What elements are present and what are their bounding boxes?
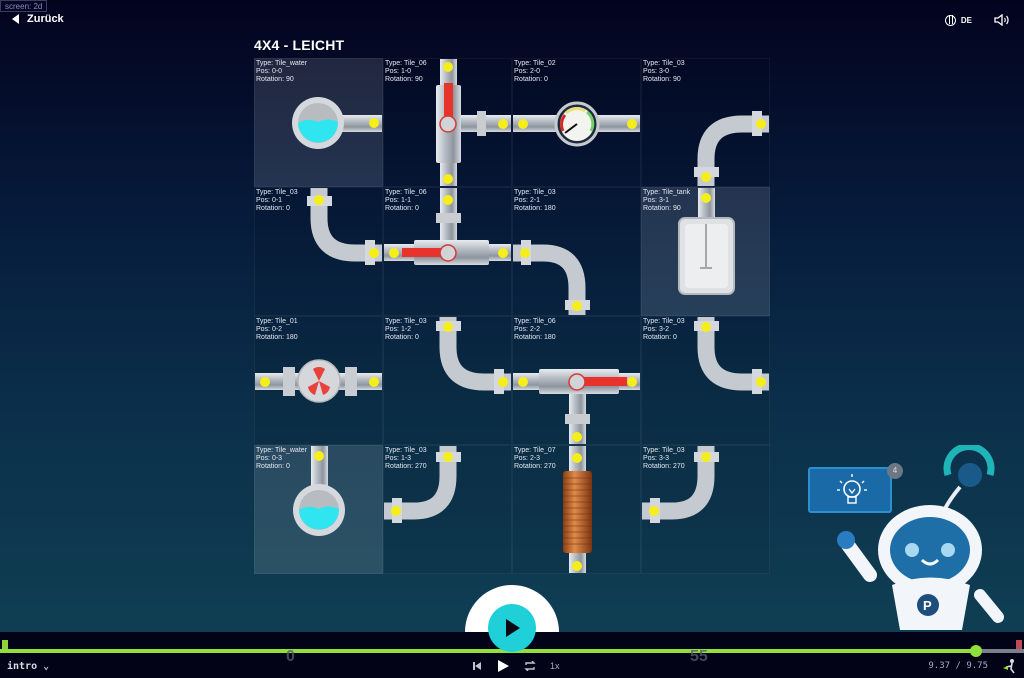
- elbow-pipe-icon: [642, 446, 719, 523]
- hint-button[interactable]: [808, 467, 892, 513]
- chapter-label: intro: [7, 661, 38, 672]
- speaker-icon[interactable]: [994, 14, 1010, 26]
- level-title: 4X4 - LEICHT: [254, 37, 345, 53]
- play-button[interactable]: [488, 604, 536, 652]
- ghost-counter-right: 55: [690, 648, 708, 665]
- lightbulb-icon: [837, 474, 867, 504]
- play-icon: [506, 619, 520, 637]
- language-selector[interactable]: DE: [944, 14, 972, 26]
- loop-icon[interactable]: [524, 661, 536, 671]
- elbow-pipe-icon: [694, 317, 769, 394]
- pressure-gauge-icon: [513, 101, 640, 147]
- time-display: 9.37 / 9.75: [928, 661, 988, 671]
- elbow-pipe-icon: [694, 111, 769, 186]
- chevron-down-icon: ⌄: [43, 661, 50, 672]
- timeline-progress: [0, 649, 976, 653]
- language-label: DE: [960, 15, 972, 25]
- water-source-icon: [293, 446, 345, 536]
- elbow-pipe-icon: [513, 240, 590, 315]
- end-marker[interactable]: [1016, 640, 1022, 652]
- elbow-pipe-icon: [384, 446, 461, 523]
- back-arrow-icon: [12, 14, 19, 24]
- tank-icon: [678, 188, 735, 295]
- globe-icon: [944, 14, 956, 26]
- chapter-selector[interactable]: intro ⌄: [7, 661, 49, 672]
- tee-pipe-icon: [513, 369, 640, 444]
- timeline-knob[interactable]: [969, 645, 982, 657]
- elbow-pipe-icon: [307, 188, 382, 265]
- back-label: Zurück: [27, 13, 64, 25]
- tee-pipe-icon: [436, 59, 511, 186]
- hint-count-badge: 4: [887, 463, 903, 479]
- tee-pipe-icon: [384, 188, 511, 265]
- runner-icon: [1003, 659, 1015, 674]
- svg-text:P: P: [923, 598, 932, 613]
- pump-icon: [255, 359, 382, 403]
- screen-tag: screen: 2d: [0, 0, 48, 12]
- speed-selector[interactable]: 1x: [550, 661, 560, 671]
- play-icon[interactable]: [496, 659, 510, 673]
- skip-back-icon[interactable]: [472, 661, 482, 671]
- robot-mascot: P: [837, 445, 1004, 630]
- water-source-icon: [292, 97, 382, 149]
- start-marker[interactable]: [2, 640, 8, 652]
- back-button[interactable]: Zurück: [12, 13, 64, 25]
- elbow-pipe-icon: [436, 317, 511, 394]
- ghost-counter-left: 0: [286, 648, 295, 665]
- heater-coil-icon: [563, 446, 592, 573]
